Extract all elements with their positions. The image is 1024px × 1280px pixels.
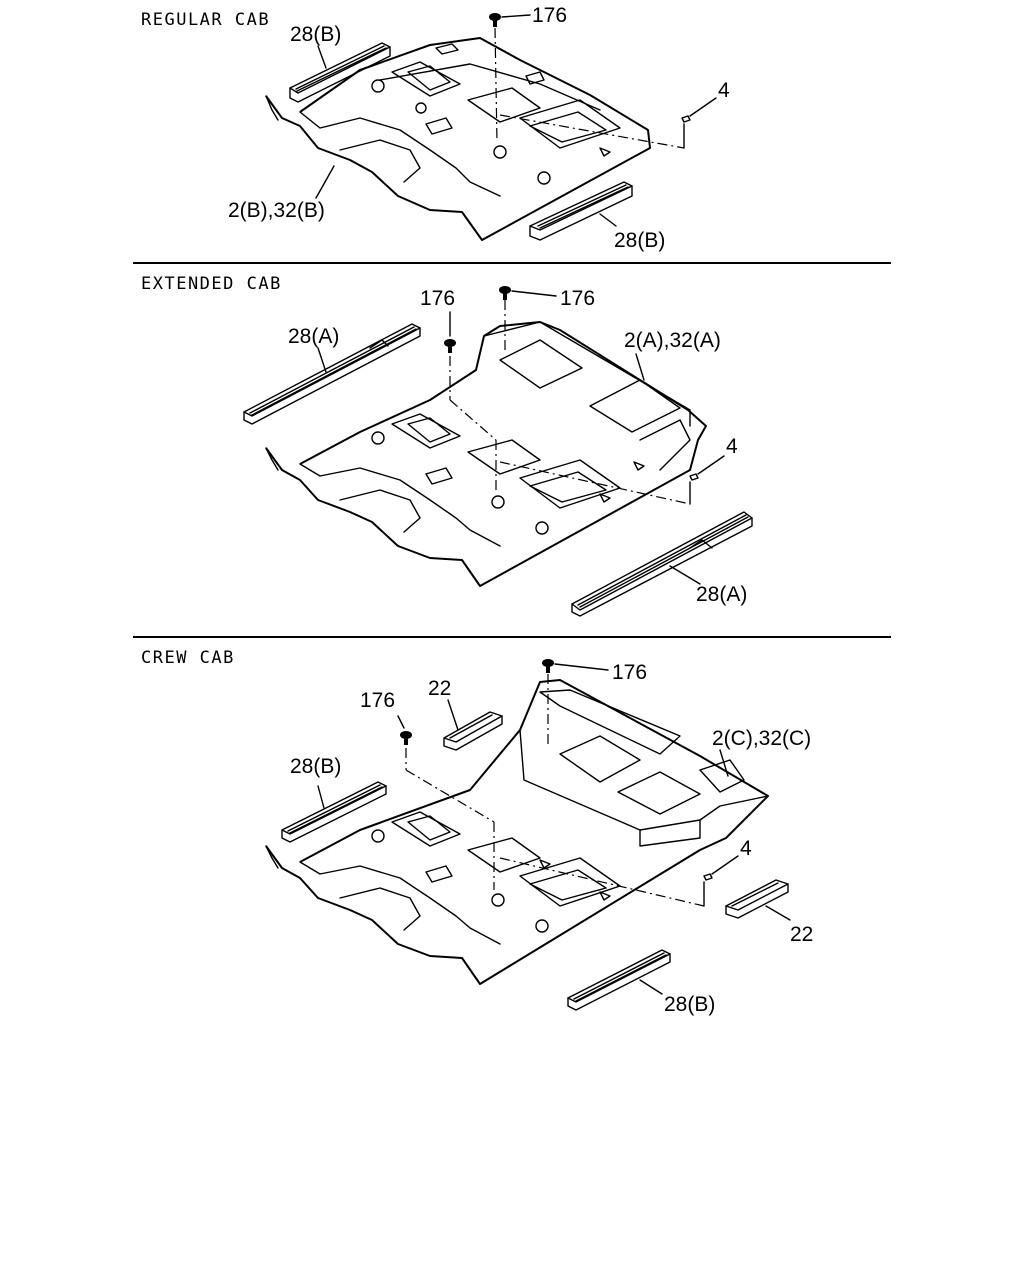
regular-cab-floor-carpet-drawing <box>265 13 717 241</box>
callout-clip-rear: 176 <box>560 287 596 310</box>
callout-carpet: 2(C),32(C) <box>712 727 812 750</box>
scuff-plate-upper <box>243 323 421 425</box>
callout-sill-lower: 28(B) <box>664 993 716 1016</box>
section-title: REGULAR CAB <box>141 10 271 30</box>
callout-clip-rear: 176 <box>612 661 648 684</box>
callout-plug: 4 <box>726 435 738 458</box>
callout-sill-lower: 28(A) <box>696 583 748 606</box>
plug <box>499 455 725 505</box>
callout-clip: 176 <box>532 4 568 27</box>
callout-sill-upper: 28(B) <box>290 755 342 778</box>
clip-fastener-front <box>444 311 497 492</box>
plug <box>499 855 739 907</box>
scuff-plate-upper <box>281 781 387 843</box>
callout-carpet: 2(B),32(B) <box>228 199 325 222</box>
door-plate-upper <box>443 711 503 751</box>
floor-carpet <box>265 679 769 985</box>
callout-sill-lower: 28(B) <box>614 229 666 252</box>
scuff-plate-lower <box>571 511 753 617</box>
clip-fastener-front <box>397 715 495 890</box>
divider-1 <box>133 262 891 264</box>
callout-sill-upper: 28(B) <box>290 23 342 46</box>
floor-carpet <box>265 37 651 241</box>
section-regular-cab: REGULAR CAB <box>0 0 1024 262</box>
callout-carpet: 2(A),32(A) <box>624 329 721 352</box>
plug <box>499 97 717 149</box>
floor-carpet <box>265 321 707 587</box>
callout-plug: 4 <box>740 837 752 860</box>
callout-sill-upper: 28(A) <box>288 325 340 348</box>
callout-clip-front: 176 <box>420 287 456 310</box>
section-extended-cab: EXTENDED CAB <box>0 264 1024 636</box>
clip-fastener-rear <box>542 659 609 746</box>
crew-cab-floor-carpet-drawing <box>265 659 791 1011</box>
door-plate-lower <box>725 879 791 921</box>
callout-plate-upper: 22 <box>428 677 452 700</box>
callout-plate-lower: 22 <box>790 923 814 946</box>
callout-plug: 4 <box>718 79 730 102</box>
scuff-plate-upper <box>289 42 391 103</box>
scuff-plate-lower <box>567 949 671 1011</box>
clip-fastener <box>489 13 531 143</box>
scuff-plate-lower <box>529 181 633 241</box>
extended-cab-floor-carpet-drawing <box>243 286 753 617</box>
divider-2 <box>133 636 891 638</box>
clip-fastener-rear <box>499 286 557 350</box>
section-title: EXTENDED CAB <box>141 274 282 294</box>
callout-clip-front: 176 <box>360 689 396 712</box>
section-title: CREW CAB <box>141 648 235 668</box>
section-crew-cab: CREW CAB <box>0 638 1024 1038</box>
